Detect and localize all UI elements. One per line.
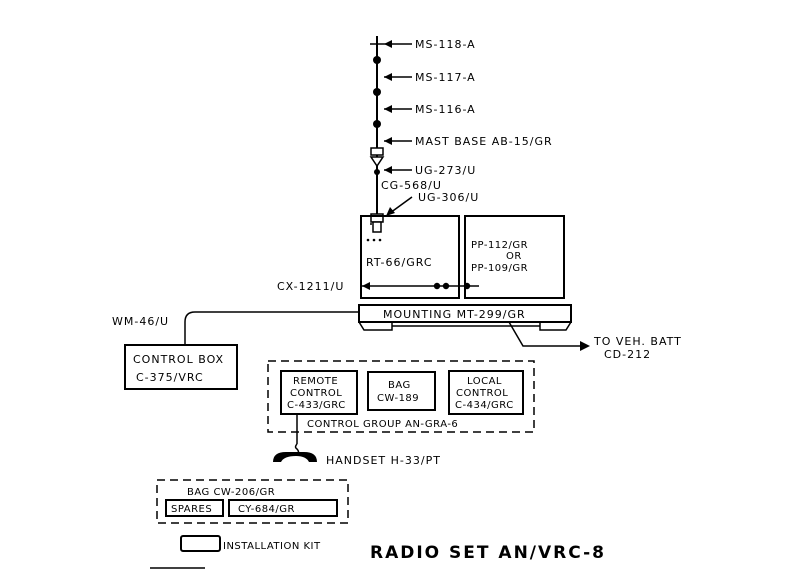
control-box-model-label: C-375/VRC [136, 371, 204, 384]
local-label: LOCAL [467, 376, 502, 387]
mounting-label: MOUNTING MT-299/GR [383, 308, 526, 321]
cg-568-label: CG-568/U [381, 179, 442, 192]
rt-66-label: RT-66/GRC [366, 256, 433, 269]
control-box-unit [124, 344, 238, 390]
mast-base-label: MAST BASE AB-15/GR [415, 135, 553, 148]
local-control-label: CONTROL [456, 388, 508, 399]
ms-116-label: MS-116-A [415, 103, 476, 116]
local-control-unit [448, 370, 524, 415]
pp-112-unit [464, 215, 565, 299]
antenna-mast [369, 36, 385, 233]
handset-icon [273, 452, 317, 462]
to-veh-batt-label: TO VEH. BATT [593, 335, 682, 348]
installation-kit-label: INSTALLATION KIT [223, 541, 321, 552]
remote-control-unit [280, 370, 358, 415]
spares-box [165, 499, 224, 517]
ug-273-label: UG-273/U [415, 164, 476, 177]
remote-control-label: CONTROL [290, 388, 342, 399]
pp-109-label: PP-109/GR [471, 263, 528, 274]
installation-kit-box [180, 535, 221, 552]
diagram-title: RADIO SET AN/VRC-8 [370, 543, 606, 563]
ms-117-label: MS-117-A [415, 71, 476, 84]
remote-label: REMOTE [293, 376, 338, 387]
or-label: OR [506, 251, 522, 262]
cy-684-label: CY-684/GR [238, 504, 295, 515]
bag-cw-206-label: BAG CW-206/GR [187, 487, 275, 498]
control-group-label: CONTROL GROUP AN-GRA-6 [307, 419, 458, 430]
handset-cord [294, 414, 300, 455]
antenna-leaders [384, 40, 413, 216]
mounting-mt-299 [358, 304, 572, 331]
wm-46-label: WM-46/U [112, 315, 169, 328]
wm-46-cable [184, 311, 359, 345]
cd-212-label: CD-212 [604, 348, 651, 361]
control-group-outline [267, 360, 535, 433]
control-box-label: CONTROL BOX [133, 353, 224, 366]
pp-112-label: PP-112/GR [471, 240, 528, 251]
cx-1211-label: CX-1211/U [277, 280, 344, 293]
remote-model-label: C-433/GRC [287, 400, 346, 411]
rt-66-unit [360, 215, 460, 299]
bag-label: BAG [388, 380, 411, 391]
cy-684-box [228, 499, 338, 517]
ms-118-label: MS-118-A [415, 38, 476, 51]
bag-model-label: CW-189 [377, 393, 419, 404]
cx-1211-cable [362, 282, 479, 290]
bag-cw-189-unit [367, 371, 436, 411]
spares-label: SPARES [171, 504, 212, 515]
bag-cw-206-outline [156, 479, 349, 524]
local-model-label: C-434/GRC [455, 400, 514, 411]
handset-label: HANDSET H-33/PT [326, 454, 441, 467]
veh-batt-cable [508, 321, 590, 351]
ug-306-label: UG-306/U [418, 191, 479, 204]
